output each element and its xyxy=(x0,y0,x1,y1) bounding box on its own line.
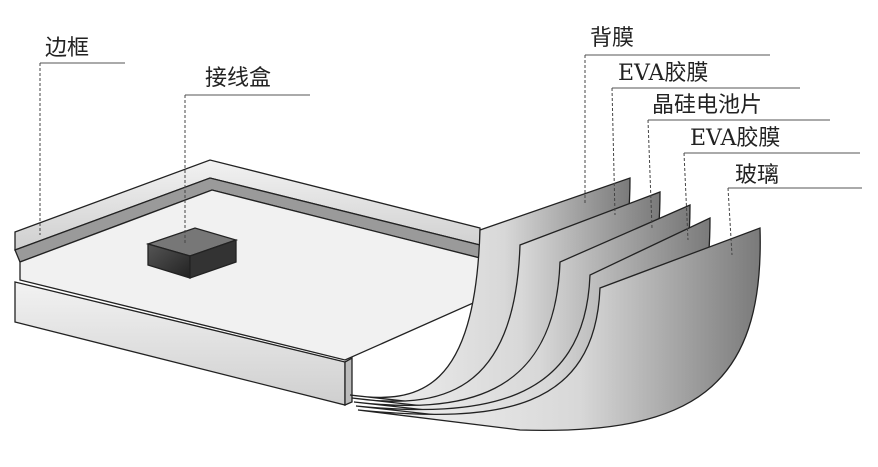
label-junction-box: 接线盒 xyxy=(184,66,310,245)
label-backsheet: 背膜 xyxy=(584,26,770,205)
label-eva-bottom: EVA胶膜 xyxy=(683,126,860,241)
glass-layer xyxy=(357,227,761,432)
junction-box xyxy=(145,227,239,279)
label-eva-top: EVA胶膜 xyxy=(611,61,800,216)
module-frame xyxy=(14,159,481,406)
label-backsheet-text: 背膜 xyxy=(590,26,634,51)
label-cells-text: 晶硅电池片 xyxy=(652,93,762,118)
label-frame: 边框 xyxy=(39,36,125,235)
label-frame-text: 边框 xyxy=(45,36,89,61)
label-eva-bottom-text: EVA胶膜 xyxy=(690,126,780,151)
label-junction-box-text: 接线盒 xyxy=(205,66,271,91)
label-glass-text: 玻璃 xyxy=(735,163,779,188)
label-cells: 晶硅电池片 xyxy=(647,93,830,229)
label-eva-top-text: EVA胶膜 xyxy=(618,61,708,86)
layer-sheets xyxy=(349,177,761,432)
label-glass: 玻璃 xyxy=(727,163,862,256)
